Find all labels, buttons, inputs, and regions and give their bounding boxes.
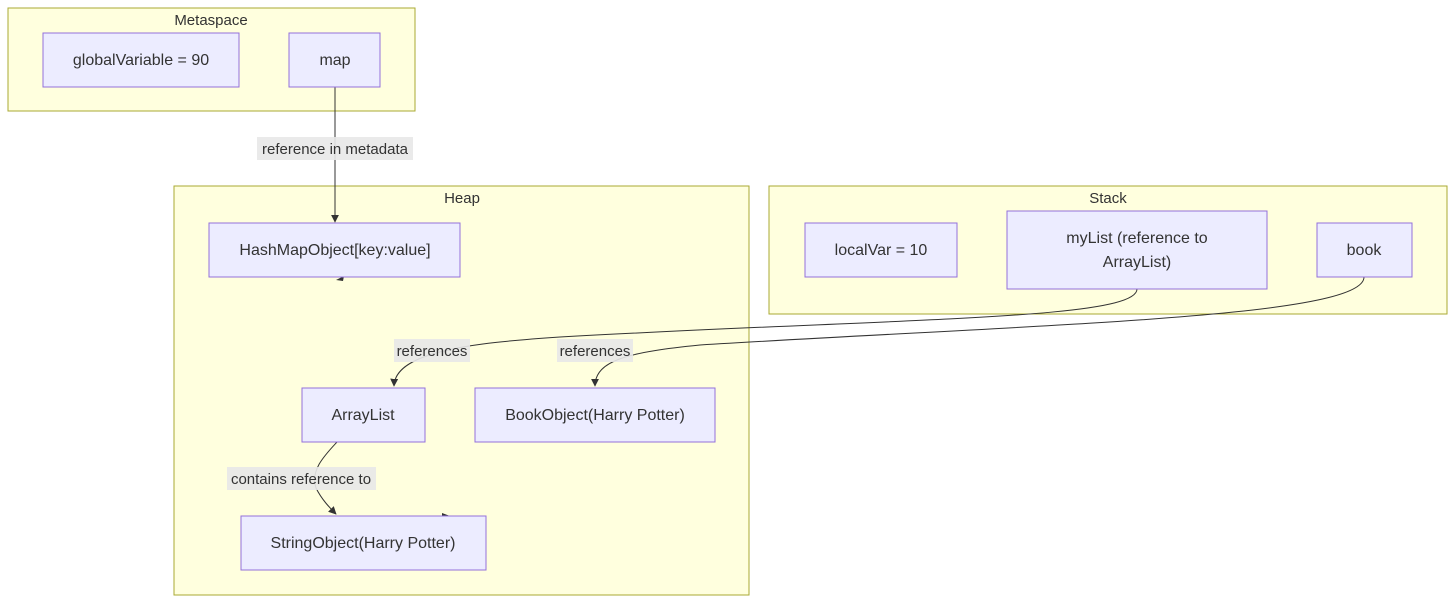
svg-text:contains reference to: contains reference to xyxy=(231,471,371,488)
edge-label-references-book: references xyxy=(557,339,633,362)
svg-text:HashMapObject[key:value]: HashMapObject[key:value] xyxy=(239,242,430,259)
svg-text:map: map xyxy=(319,52,350,69)
node-map[interactable]: map xyxy=(288,32,381,88)
edge-label-contains-reference-to: contains reference to xyxy=(227,467,376,490)
node-hashmap-object[interactable]: HashMapObject[key:value] xyxy=(208,222,461,278)
svg-text:references: references xyxy=(397,343,468,360)
svg-text:book: book xyxy=(1347,242,1383,259)
svg-text:globalVariable = 90: globalVariable = 90 xyxy=(73,52,209,69)
svg-text:BookObject(Harry Potter): BookObject(Harry Potter) xyxy=(505,407,685,424)
node-string-object[interactable]: StringObject(Harry Potter) xyxy=(240,515,487,571)
svg-text:localVar = 10: localVar = 10 xyxy=(835,242,928,259)
node-array-list[interactable]: ArrayList xyxy=(301,387,426,443)
edge-label-references-mylist: references xyxy=(394,339,470,362)
edge-label-reference-in-metadata: reference in metadata xyxy=(257,137,413,160)
node-book[interactable]: book xyxy=(1316,222,1413,278)
svg-text:myList (reference to: myList (reference to xyxy=(1066,230,1207,247)
svg-text:reference in metadata: reference in metadata xyxy=(262,141,409,158)
svg-text:references: references xyxy=(560,343,631,360)
metaspace-title: Metaspace xyxy=(174,12,247,29)
svg-text:StringObject(Harry Potter): StringObject(Harry Potter) xyxy=(271,535,456,552)
node-local-var[interactable]: localVar = 10 xyxy=(804,222,958,278)
svg-text:ArrayList: ArrayList xyxy=(331,407,395,424)
node-book-object[interactable]: BookObject(Harry Potter) xyxy=(474,387,716,443)
node-my-list[interactable]: myList (reference to ArrayList) xyxy=(1006,210,1268,290)
svg-text:ArrayList): ArrayList) xyxy=(1103,254,1171,271)
node-global-variable[interactable]: globalVariable = 90 xyxy=(42,32,240,88)
heap-title: Heap xyxy=(444,190,480,207)
stack-title: Stack xyxy=(1089,190,1127,207)
